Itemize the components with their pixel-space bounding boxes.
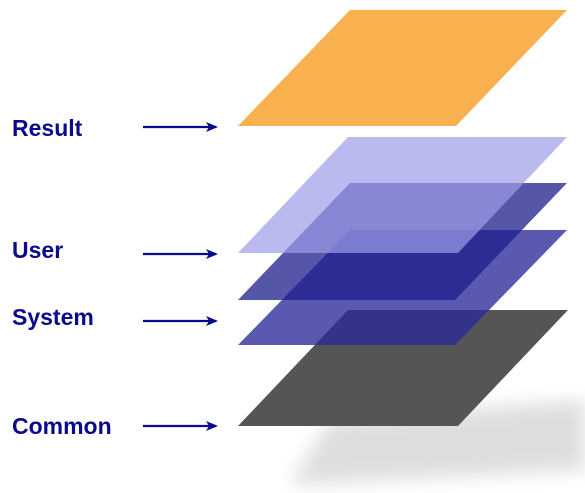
result-layer — [238, 10, 567, 126]
user-layer — [238, 137, 567, 253]
user-label: User — [12, 237, 63, 263]
common-label: Common — [12, 413, 112, 439]
result-label: Result — [12, 115, 83, 141]
system-label: System — [12, 304, 94, 330]
